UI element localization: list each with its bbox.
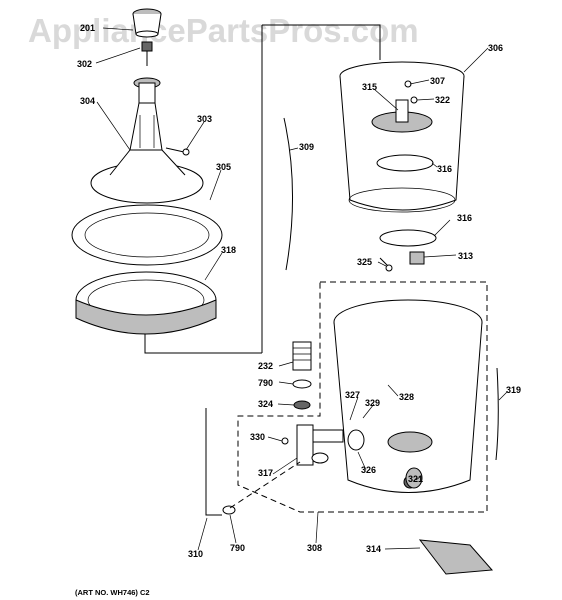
watermark-text: AppliancePartsPros.com [28,12,419,49]
assembly-bracket-lines [144,24,381,354]
callout-302: 302 [77,59,93,69]
part-303-screw [165,147,190,156]
part-302-agitator-bolt [141,41,153,66]
callout-308: 308 [307,543,323,553]
callout-317: 317 [258,468,274,478]
callout-322: 322 [435,95,451,105]
part-313-clip [409,251,425,265]
callout-324: 324 [258,399,274,409]
outer-tub-dashed-box [237,281,488,513]
callout-327: 327 [345,390,361,400]
leader-lines [95,27,508,551]
callout-232: 232 [258,361,274,371]
part-318-balance-ring [75,271,217,335]
part-310-drain-hose [205,408,222,516]
callout-201: 201 [80,23,96,33]
part-315-hub [371,99,433,133]
part-316b-seal [379,229,437,247]
callout-328: 328 [399,392,415,402]
part-316a-seal [376,154,434,172]
art-number-caption: (ART NO. WH746) C2 [75,588,150,597]
part-321-drain [405,467,423,489]
callout-326: 326 [361,465,377,475]
part-201-agitator-cap [132,8,162,38]
part-319-wire [495,367,499,461]
callout-310: 310 [188,549,204,559]
part-314-bracket [418,539,494,575]
callout-307: 307 [430,76,446,86]
callout-316-upper: 316 [437,164,453,174]
callout-330: 330 [250,432,266,442]
callout-316-lower: 316 [457,213,473,223]
callout-306: 306 [488,43,504,53]
callout-325: 325 [357,257,373,267]
part-306-basket [339,61,465,213]
part-325-screw [379,257,393,272]
part-304-agitator [90,77,204,204]
callout-318: 318 [221,245,237,255]
part-324-seal [293,400,311,410]
part-326-pump [347,429,365,451]
part-305-ring [71,204,223,266]
dashed-hose-connector [229,461,301,509]
callout-303: 303 [197,114,213,124]
part-322-washer [410,96,418,104]
part-309-hose [283,117,294,271]
callout-304: 304 [80,96,96,106]
part-232-bellows [292,341,312,371]
callout-314: 314 [366,544,382,554]
part-317-pump-body [296,424,344,466]
callout-321: 321 [408,474,424,484]
callout-329: 329 [365,398,381,408]
callout-790-lower: 790 [230,543,246,553]
callout-790-upper: 790 [258,378,274,388]
callout-309: 309 [299,142,315,152]
part-790a-clamp [292,379,312,389]
callout-315: 315 [362,82,378,92]
part-790b-clamp [222,505,236,515]
callout-305: 305 [216,162,232,172]
part-330-screw [281,437,289,445]
part-308-outer-tub [333,299,483,493]
callout-313: 313 [458,251,474,261]
callout-319: 319 [506,385,522,395]
